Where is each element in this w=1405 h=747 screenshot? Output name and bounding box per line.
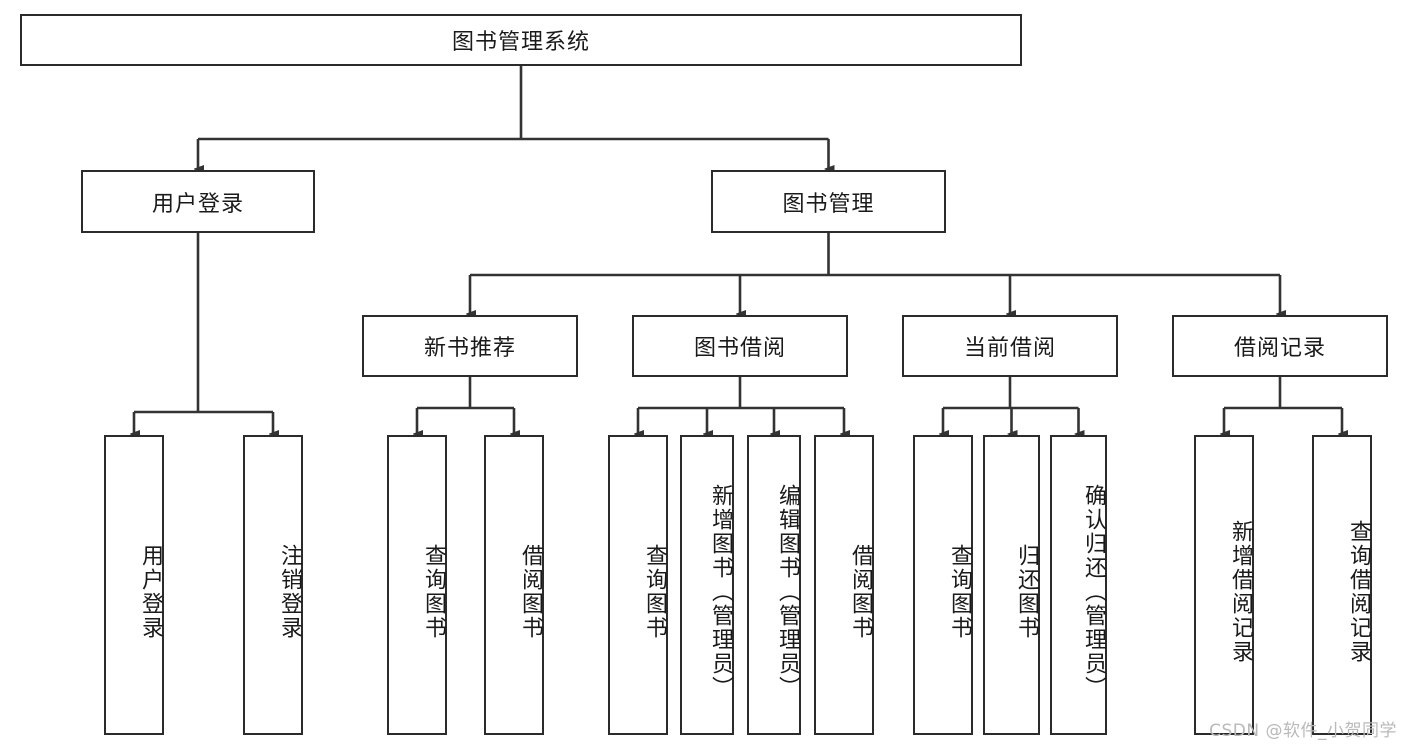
node-leaf_12[interactable]: 查询借阅记录 xyxy=(1312,435,1372,735)
node-leaf_0[interactable]: 用户登录 xyxy=(104,435,164,735)
node-leaf_6[interactable]: 编辑图书（管理员） xyxy=(747,435,801,735)
node-l2_1[interactable]: 图书借阅 xyxy=(632,315,848,377)
node-label: 编辑图书（管理员） xyxy=(775,484,800,700)
node-l2_2[interactable]: 当前借阅 xyxy=(902,315,1118,377)
node-label: 确认归还（管理员） xyxy=(1081,484,1106,700)
node-label: 图书管理系统 xyxy=(451,30,590,55)
node-label: 查询图书 xyxy=(947,544,972,640)
node-leaf_1[interactable]: 注销登录 xyxy=(243,435,303,735)
node-leaf_2[interactable]: 查询图书 xyxy=(387,435,447,735)
node-leaf_11[interactable]: 新增借阅记录 xyxy=(1194,435,1254,735)
node-label: 查询图书 xyxy=(642,544,667,640)
node-label: 用户登录 xyxy=(138,544,163,640)
node-leaf_3[interactable]: 借阅图书 xyxy=(484,435,544,735)
node-label: 新增图书（管理员） xyxy=(708,484,733,700)
node-label: 当前借阅 xyxy=(963,336,1056,361)
node-label: 查询借阅记录 xyxy=(1346,520,1371,664)
node-root[interactable]: 图书管理系统 xyxy=(20,14,1022,66)
node-l2_3[interactable]: 借阅记录 xyxy=(1172,315,1388,377)
node-leaf_5[interactable]: 新增图书（管理员） xyxy=(680,435,734,735)
node-l1_1[interactable]: 图书管理 xyxy=(711,170,946,233)
node-label: 图书借阅 xyxy=(693,336,786,361)
node-label: 注销登录 xyxy=(277,544,302,640)
node-label: 新增借阅记录 xyxy=(1228,520,1253,664)
node-label: 用户登录 xyxy=(151,191,244,217)
node-label: 图书管理 xyxy=(782,191,875,217)
node-l2_0[interactable]: 新书推荐 xyxy=(362,315,578,377)
node-leaf_4[interactable]: 查询图书 xyxy=(608,435,668,735)
node-label: 归还图书 xyxy=(1014,544,1039,640)
node-leaf_7[interactable]: 借阅图书 xyxy=(814,435,874,735)
node-l1_0[interactable]: 用户登录 xyxy=(81,170,315,233)
node-leaf_10[interactable]: 确认归还（管理员） xyxy=(1050,435,1107,735)
node-label: 新书推荐 xyxy=(423,336,516,361)
node-leaf_8[interactable]: 查询图书 xyxy=(913,435,973,735)
node-label: 借阅图书 xyxy=(848,544,873,640)
node-leaf_9[interactable]: 归还图书 xyxy=(983,435,1040,735)
node-label: 查询图书 xyxy=(421,544,446,640)
node-label: 借阅记录 xyxy=(1233,336,1326,361)
node-label: 借阅图书 xyxy=(518,544,543,640)
